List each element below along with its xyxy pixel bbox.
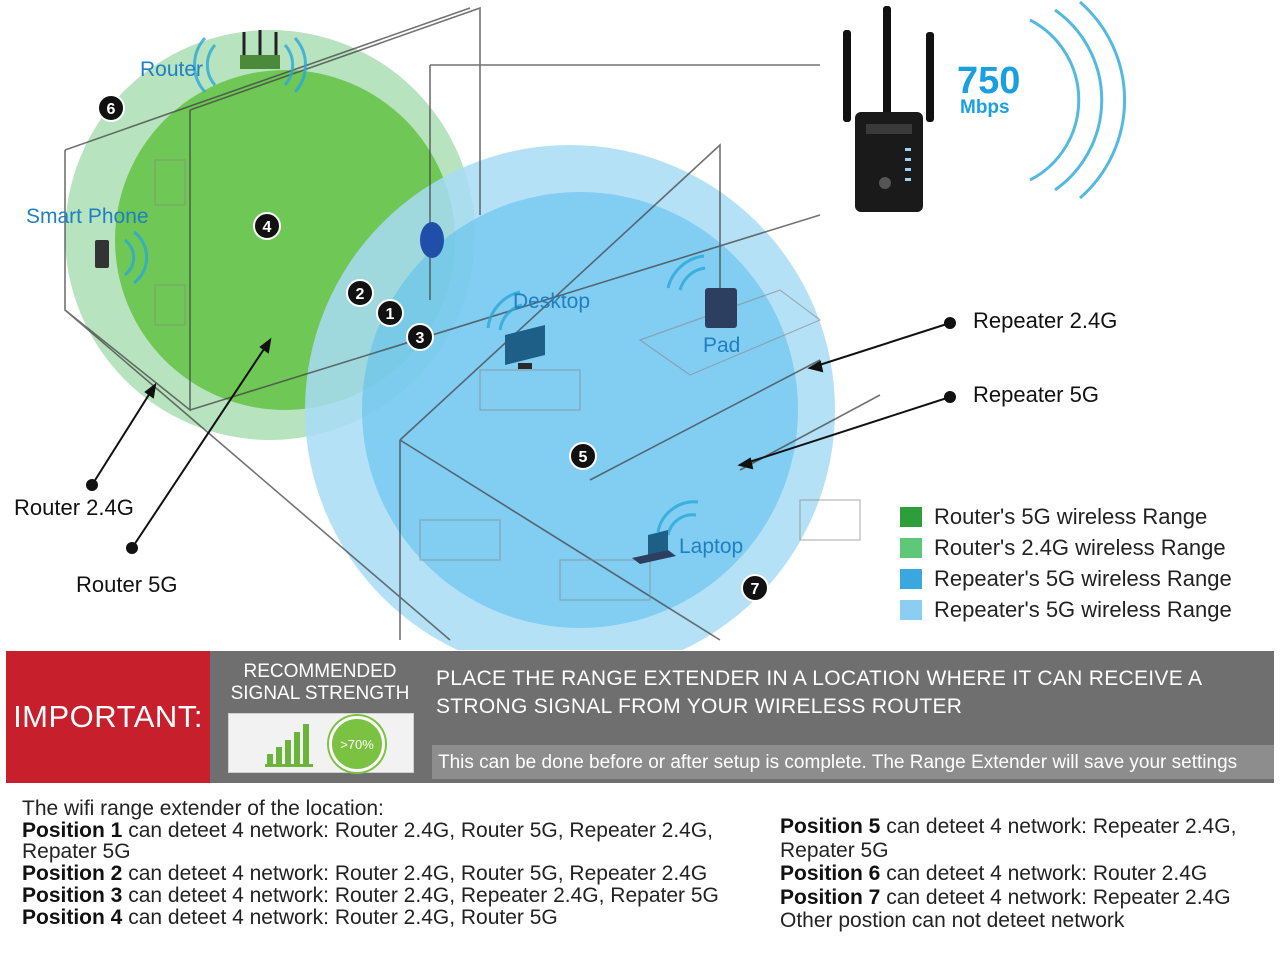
position-name: Position 5	[780, 815, 881, 838]
setup-note-bar: This can be done before or after setup i…	[432, 745, 1274, 779]
legend-label: Router's 2.4G wireless Range	[934, 535, 1226, 560]
signal-percent-badge: >70%	[329, 716, 385, 772]
position-note: Position 7 can deteet 4 network: Repeate…	[780, 886, 1270, 910]
signal-bars-icon	[265, 724, 313, 767]
desktop-label: Desktop	[513, 290, 591, 313]
pad-label: Pad	[703, 334, 741, 357]
position-marker: 7	[741, 574, 769, 602]
position-marker: 1	[376, 299, 404, 327]
position-detail: can deteet 4 network: Router 2.4G, Repea…	[122, 883, 719, 907]
legend-swatch	[900, 507, 922, 527]
position-marker-number: 1	[386, 306, 395, 323]
position-note: Position 6 can deteet 4 network: Router …	[780, 862, 1270, 886]
legend-swatch	[900, 569, 922, 589]
other-position-note: Other postion can not deteet network	[780, 909, 1125, 932]
callout-lines	[86, 317, 956, 554]
signal-indicator: >70%	[228, 713, 414, 773]
recommended-signal-box: RECOMMENDED SIGNAL STRENGTH >70%	[224, 659, 416, 773]
router-device-icon	[240, 30, 280, 69]
position-marker-number: 7	[751, 581, 760, 598]
laptop-label: Laptop	[679, 535, 744, 558]
legend-swatch	[900, 538, 922, 558]
position-marker: 4	[253, 212, 281, 240]
position-detail: can deteet 4 network: Router 2.4G, Route…	[122, 905, 558, 929]
position-marker-number: 3	[416, 330, 425, 347]
signal-waves	[124, 0, 1127, 536]
important-label: IMPORTANT:	[6, 651, 210, 783]
position-markers: 1 2 3 4 5 6 7	[97, 94, 769, 602]
position-detail: can deteet 4 network: Repeater 2.4G, Rep…	[780, 815, 1237, 862]
speed-unit: Mbps	[960, 97, 1010, 118]
position-name: Position 1	[22, 818, 123, 842]
legend-item: Repeater's 5G wireless Range	[900, 566, 1232, 592]
important-banner: IMPORTANT: RECOMMENDED SIGNAL STRENGTH >…	[6, 651, 1274, 783]
position-detail: can deteet 4 network: Router 2.4G	[880, 862, 1208, 885]
legend-label: Repeater's 5G wireless Range	[934, 566, 1232, 591]
position-notes-right: Position 5 can deteet 4 network: Repeate…	[780, 815, 1270, 933]
position-name: Position 4	[22, 905, 123, 929]
position-detail: can deteet 4 network: Router 2.4G, Route…	[122, 862, 708, 886]
smart-phone-icon	[95, 240, 109, 268]
legend-swatch	[900, 600, 922, 620]
position-name: Position 6	[780, 862, 881, 885]
legend-item: Router's 5G wireless Range	[900, 504, 1207, 530]
legend-label: Repeater's 5G wireless Range	[934, 597, 1232, 622]
recommended-signal-title: RECOMMENDED SIGNAL STRENGTH	[230, 661, 410, 704]
router-5g-callout: Router 5G	[76, 572, 178, 597]
coverage-illustration: 1 2 3 4 5 6 7	[64, 0, 1127, 675]
position-marker: 6	[97, 94, 125, 122]
repeater-5g-callout: Repeater 5G	[973, 382, 1099, 407]
position-detail: can deteet 4 network: Repeater 2.4G	[880, 885, 1231, 909]
position-note: Position 1 can deteet 4 network: Router …	[22, 818, 762, 864]
position-marker-number: 6	[107, 101, 116, 118]
legend-item: Repeater's 5G wireless Range	[900, 597, 1232, 623]
position-note: Position 4 can deteet 4 network: Router …	[22, 905, 762, 929]
wifi-coverage-diagram: 1 2 3 4 5 6 7 Router Smart Phone Desktop Pad L…	[14, 0, 1232, 675]
router-label: Router	[140, 58, 204, 81]
position-detail: can deteet 4 network: Router 2.4G, Route…	[22, 818, 714, 864]
position-marker: 3	[406, 323, 434, 351]
range-extender-device-icon	[843, 6, 934, 212]
repeater-small-icon	[420, 222, 444, 258]
house-wireframe	[64, 6, 881, 641]
position-marker-number: 4	[263, 219, 272, 236]
desktop-icon	[505, 325, 545, 369]
position-name: Position 7	[780, 885, 881, 909]
position-notes-left: The wifi range extender of the location:…	[22, 798, 762, 928]
position-marker: 2	[346, 279, 374, 307]
router-24g-callout: Router 2.4G	[14, 495, 134, 520]
setup-note: This can be done before or after setup i…	[438, 752, 1238, 773]
position-note: Position 5 can deteet 4 network: Repeate…	[780, 815, 1270, 862]
legend-item: Router's 2.4G wireless Range	[900, 535, 1226, 561]
position-marker-number: 2	[356, 286, 365, 303]
position-note: Position 3 can deteet 4 network: Router …	[22, 883, 762, 907]
placement-instruction: PLACE THE RANGE EXTENDER IN A LOCATION W…	[436, 667, 1202, 718]
notes-intro: The wifi range extender of the location:	[22, 797, 384, 820]
position-note: Position 2 can deteet 4 network: Router …	[22, 863, 762, 885]
smart-phone-label: Smart Phone	[26, 205, 149, 228]
legend-label: Router's 5G wireless Range	[934, 504, 1208, 529]
laptop-icon	[632, 530, 676, 564]
position-name: Position 3	[22, 883, 123, 907]
pad-icon	[705, 288, 737, 328]
position-marker: 5	[569, 442, 597, 470]
position-marker-number: 5	[579, 449, 588, 466]
position-name: Position 2	[22, 862, 123, 886]
repeater-24g-callout: Repeater 2.4G	[973, 308, 1118, 333]
speed-value: 750	[957, 60, 1021, 102]
